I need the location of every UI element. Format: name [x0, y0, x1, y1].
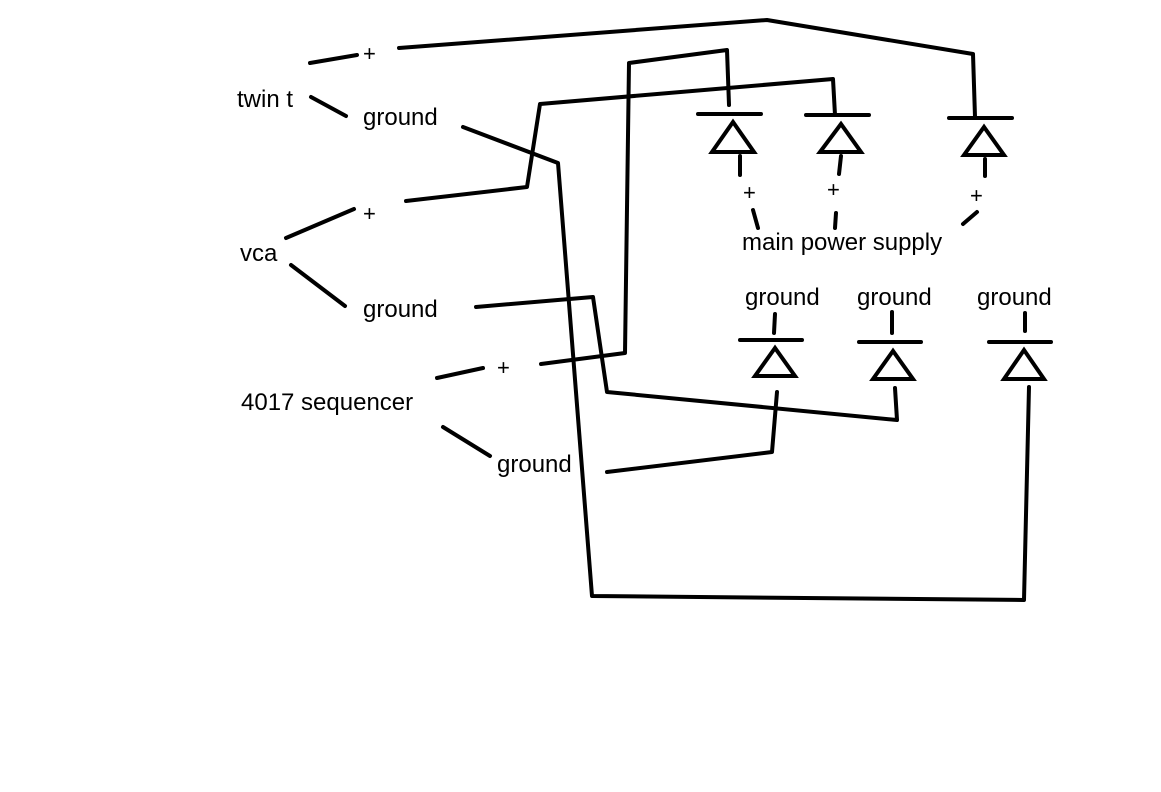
diode-ground-3	[987, 311, 1053, 381]
vca-ground-lead	[289, 263, 347, 308]
vca-plus-label: +	[363, 201, 376, 226]
vca-ground-label: ground	[363, 296, 438, 323]
sequencer-plus-lead	[435, 366, 485, 380]
psu-plus-label-1: +	[743, 180, 756, 205]
sequencer-label: 4017 sequencer	[241, 389, 413, 416]
psu-plus-lead	[751, 208, 760, 230]
twin-t-plus-label: +	[363, 41, 376, 66]
diode-plus-2	[804, 113, 871, 230]
psu-ground-label-1: ground	[745, 284, 820, 311]
diode-triangle-icon	[1000, 346, 1048, 381]
twin-t-label: twin t	[237, 86, 293, 113]
wire-twin-t-ground	[461, 125, 1031, 602]
wire-vca-ground	[474, 295, 899, 422]
psu-plus-label-2: +	[827, 177, 840, 202]
psu-plus-lead	[833, 211, 838, 230]
twin-t-plus-lead	[308, 53, 359, 65]
sequencer-ground-label: ground	[497, 451, 572, 478]
vca-label: vca	[240, 240, 278, 267]
wire-sequencer-plus	[539, 48, 731, 366]
sequencer-plus-label: +	[497, 355, 510, 380]
psu-plus-label-3: +	[970, 183, 983, 208]
wire-vca-plus	[404, 77, 837, 203]
wire-twin-t-plus	[397, 18, 977, 119]
psu-plus-lead	[961, 210, 979, 226]
wire-sequencer-ground	[605, 390, 779, 474]
power-supply-label: main power supply	[742, 229, 942, 256]
diode-ground-1	[738, 312, 804, 378]
diode-triangle-icon	[960, 123, 1008, 157]
sequencer-ground-lead	[441, 425, 492, 458]
vca-plus-lead	[284, 207, 356, 240]
diode-triangle-icon	[816, 120, 865, 154]
psu-ground-lead	[772, 312, 777, 335]
psu-ground-label-2: ground	[857, 284, 932, 311]
diode-ground-2	[857, 310, 923, 381]
diode-plus-1	[696, 112, 763, 230]
diode-triangle-icon	[708, 118, 758, 154]
diode-lead	[837, 154, 843, 176]
twin-t-ground-lead	[309, 95, 348, 118]
twin-t-ground-label: ground	[363, 104, 438, 131]
diode-plus-3	[947, 116, 1014, 226]
diode-triangle-icon	[869, 347, 917, 381]
diode-triangle-icon	[751, 344, 799, 378]
psu-ground-label-3: ground	[977, 284, 1052, 311]
